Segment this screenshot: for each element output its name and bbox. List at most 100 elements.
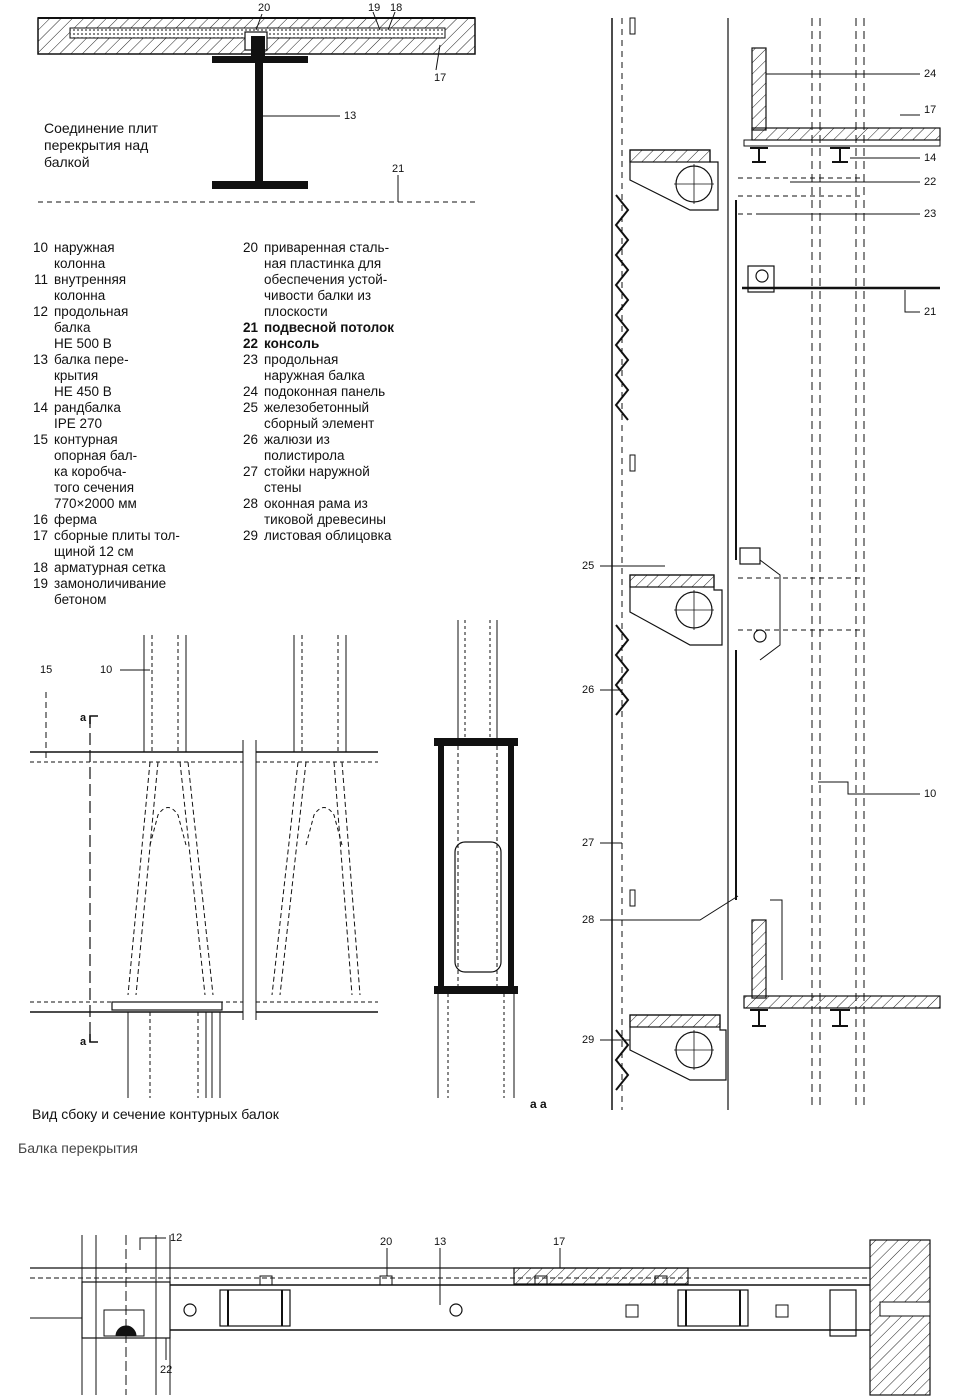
label-17-beam: 17 [553, 1236, 566, 1248]
legend-entry-19: бетоном [22, 592, 180, 608]
label-22-beam: 22 [160, 1364, 173, 1376]
section-aa-label: a a [530, 1097, 547, 1111]
legend-entry-12: HE 500 B [22, 336, 180, 352]
legend-text: ферма [54, 512, 97, 527]
legend-text: сборные плиты тол- [54, 528, 180, 543]
legend-entry-14: 14 рандбалка [22, 400, 180, 416]
legend-text: сборный элемент [264, 416, 375, 431]
section-mark-top: a [80, 712, 87, 724]
legend-text: консоль [264, 336, 320, 351]
slab-joint-detail [37, 11, 476, 203]
label-19: 19 [368, 2, 381, 14]
legend-entry-17: щиной 12 см [22, 544, 180, 560]
legend-number: 14 [32, 400, 48, 415]
legend-number [22, 256, 54, 272]
legend-text: подоконная панель [264, 384, 386, 399]
label-24: 24 [924, 68, 937, 80]
legend-text: наружная балка [264, 368, 365, 383]
legend-text: щиной 12 см [54, 544, 134, 559]
legend-text: ная пластинка для [264, 256, 382, 271]
legend-number [232, 288, 264, 304]
legend-entry-13: крытия [22, 368, 180, 384]
label-21-facade: 21 [924, 306, 937, 318]
legend-text: обеспечения устой- [264, 272, 388, 287]
legend-number [22, 288, 54, 304]
label-15: 15 [40, 664, 53, 676]
floor-beam-elevation [30, 1235, 931, 1396]
legend-text: железобетонный [264, 400, 370, 415]
legend-number: 13 [32, 352, 48, 367]
legend-text: продольная [54, 304, 129, 319]
legend-number: 21 [242, 320, 258, 335]
legend-entry-28: тиковой древесины [232, 512, 394, 528]
legend-text: колонна [54, 288, 106, 303]
legend-number [22, 448, 54, 464]
legend-number: 19 [32, 576, 48, 591]
label-26: 26 [582, 684, 595, 696]
legend-text: рандбалка [54, 400, 121, 415]
legend-number [22, 464, 54, 480]
legend-entry-23: наружная балка [232, 368, 394, 384]
legend-number [232, 272, 264, 288]
caption-slab-joint: Соединение плит перекрытия над балкой [44, 120, 159, 170]
legend-number [232, 448, 264, 464]
legend-number [22, 416, 54, 432]
legend-entry-27: стены [232, 480, 394, 496]
legend-number [232, 256, 264, 272]
legend-entry-26: полистирола [232, 448, 394, 464]
legend-text: стойки наружной [264, 464, 370, 479]
legend-number: 20 [242, 240, 258, 255]
legend-entry-20: плоскости [232, 304, 394, 320]
section-mark-bottom: a [80, 1036, 87, 1048]
legend-text: оконная рама из [264, 496, 368, 511]
legend-text: бетоном [54, 592, 107, 607]
legend-text: стены [264, 480, 302, 495]
legend-number [22, 336, 54, 352]
legend-entry-25: сборный элемент [232, 416, 394, 432]
legend-entry-13: HE 450 B [22, 384, 180, 400]
legend-number: 24 [242, 384, 258, 399]
legend-number [232, 480, 264, 496]
legend-number: 11 [33, 272, 48, 287]
legend-entry-20: ная пластинка для [232, 256, 394, 272]
label-17-facade: 17 [924, 104, 937, 116]
label-10-side: 10 [100, 664, 113, 676]
legend-entry-20: чивости балки из [232, 288, 394, 304]
legend-number [22, 368, 54, 384]
legend-entry-15: опорная бал- [22, 448, 180, 464]
legend-text: замоноличивание [54, 576, 167, 591]
legend-text: колонна [54, 256, 106, 271]
legend-entry-20: обеспечения устой- [232, 272, 394, 288]
legend-entry-24: 24 подоконная панель [232, 384, 394, 400]
legend-number: 22 [242, 336, 258, 351]
label-22-facade: 22 [924, 176, 937, 188]
legend-number [232, 368, 264, 384]
legend-number: 12 [32, 304, 48, 319]
legend-text: плоскости [264, 304, 328, 319]
label-14: 14 [924, 152, 937, 164]
legend-text: жалюзи из [264, 432, 330, 447]
legend-text: того сечения [54, 480, 135, 495]
label-20: 20 [258, 2, 271, 14]
caption-side-view: Вид сбоку и сечение контурных балок [32, 1106, 279, 1122]
legend-number: 27 [242, 464, 258, 479]
legend-entry-15: ка коробча- [22, 464, 180, 480]
legend-entry-14: IPE 270 [22, 416, 180, 432]
label-12: 12 [170, 1232, 183, 1244]
legend-text: контурная [54, 432, 118, 447]
legend-entry-12: балка [22, 320, 180, 336]
caption-floor-beam: Балка перекрытия [18, 1140, 138, 1156]
legend-number [22, 496, 54, 512]
legend-entry-19: 19 замоноличивание [22, 576, 180, 592]
legend-text: 770×2000 мм [54, 496, 137, 511]
legend-number [22, 320, 54, 336]
